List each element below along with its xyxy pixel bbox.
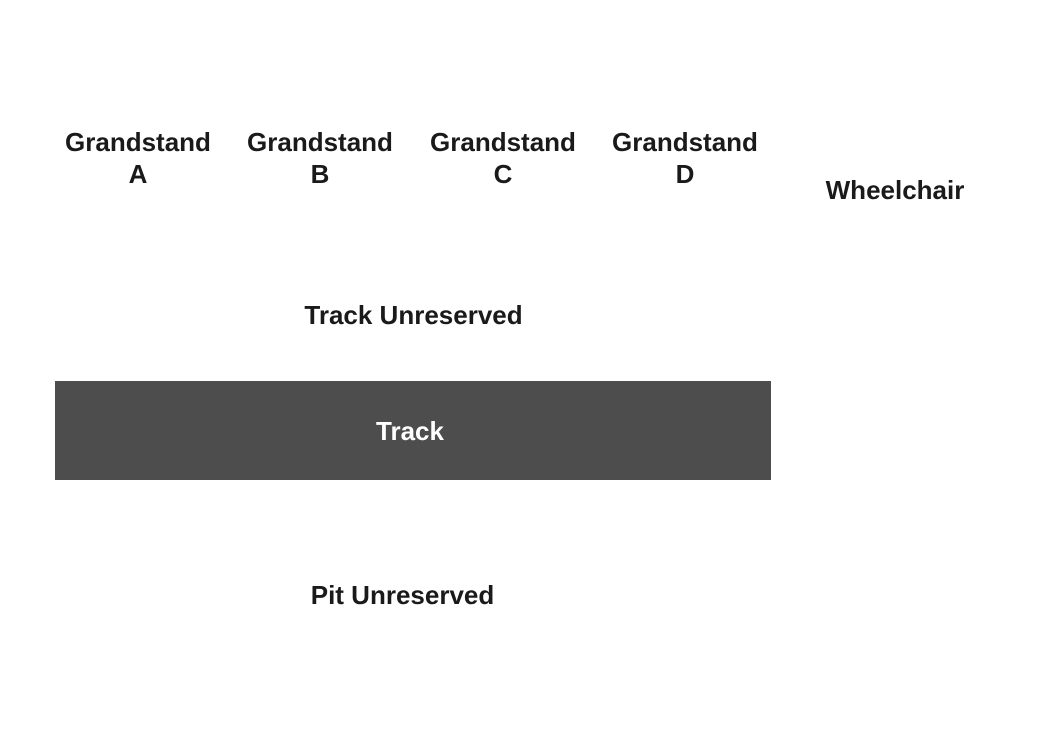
section-grandstand-c[interactable]: Grandstand C: [412, 0, 594, 240]
section-label-line1: Grandstand: [612, 127, 758, 157]
section-grandstand-a[interactable]: Grandstand A: [47, 0, 229, 240]
section-wheelchair[interactable]: Wheelchair: [790, 150, 1000, 230]
track-label: Track: [376, 415, 444, 446]
section-label-line2: D: [675, 159, 695, 189]
section-grandstand-b[interactable]: Grandstand B: [229, 0, 411, 240]
section-label-line1: Grandstand: [65, 127, 211, 157]
section-label-line1: Grandstand: [247, 127, 393, 157]
section-label: Pit Unreserved: [310, 580, 495, 610]
section-label-line2: A: [128, 159, 148, 189]
section-label-line2: B: [310, 159, 330, 189]
section-label: Track Unreserved: [304, 300, 523, 330]
section-label-line1: Grandstand: [430, 127, 576, 157]
section-track-unreserved[interactable]: Track Unreserved: [55, 270, 772, 360]
section-grandstand-d[interactable]: Grandstand D: [594, 0, 776, 240]
section-pit-unreserved[interactable]: Pit Unreserved: [55, 545, 750, 645]
section-label-line2: C: [493, 159, 513, 189]
track-area: Track: [55, 381, 771, 480]
section-label: Wheelchair: [825, 175, 965, 205]
